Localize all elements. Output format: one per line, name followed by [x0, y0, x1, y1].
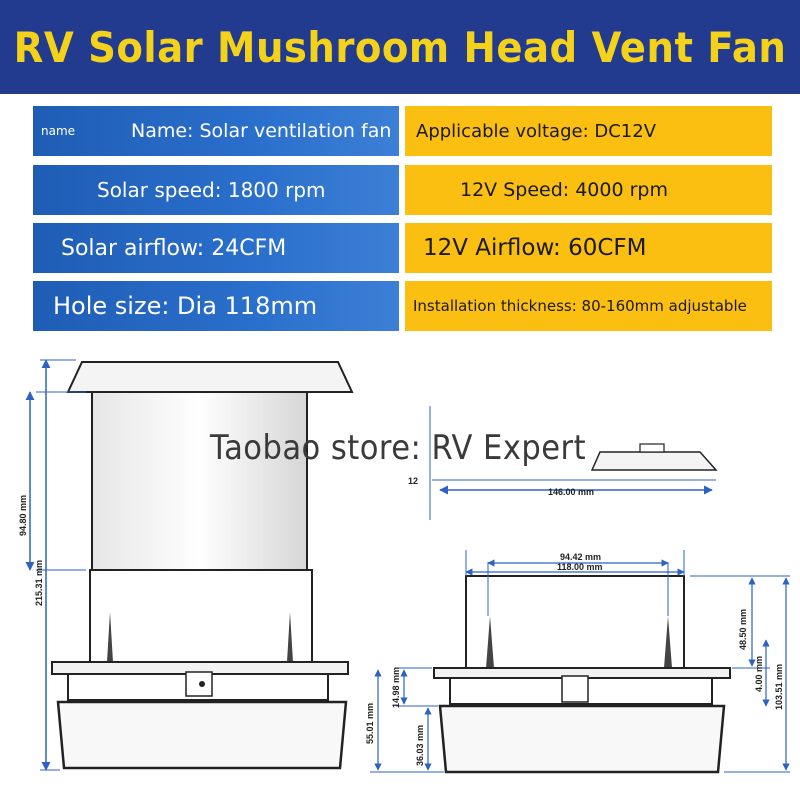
spec-12v-speed-cell: 12V Speed: 4000 rpm	[405, 165, 772, 215]
spec-thickness: Installation thickness: 80-160mm adjusta…	[413, 297, 747, 315]
spec-voltage: Applicable voltage: DC12V	[416, 120, 657, 142]
spec-tag: name	[41, 124, 76, 138]
dim-118-00: 118.00 mm	[557, 562, 603, 572]
title-banner: RV Solar Mushroom Head Vent Fan	[0, 0, 800, 94]
dim-12: 12	[408, 476, 418, 486]
spec-name-cell: name Name: Solar ventilation fan	[33, 106, 399, 156]
spec-12v-airflow: 12V Airflow: 60CFM	[423, 235, 647, 261]
spec-hole-size: Hole size: Dia 118mm	[53, 292, 318, 320]
spec-name: Name: Solar ventilation fan	[131, 120, 392, 142]
spec-voltage-cell: Applicable voltage: DC12V	[405, 106, 772, 156]
front-view-drawing: 94.42 mm 118.00 mm 48.50 mm 4.00 mm 103.…	[365, 550, 790, 774]
spec-12v-speed: 12V Speed: 4000 rpm	[460, 179, 668, 201]
spec-solar-speed: Solar speed: 1800 rpm	[97, 178, 326, 202]
dim-94-42: 94.42 mm	[560, 552, 601, 562]
dim-4-00: 4.00 mm	[754, 656, 764, 692]
top-view-drawing: 146.00 mm 12	[408, 406, 718, 520]
spec-12v-airflow-cell: 12V Airflow: 60CFM	[405, 223, 772, 273]
dim-146-00: 146.00 mm	[548, 487, 594, 497]
dim-36-03: 36.03 mm	[415, 725, 425, 766]
spec-solar-speed-cell: Solar speed: 1800 rpm	[33, 165, 399, 215]
side-view-drawing: 94.80 mm 215.31 mm	[18, 359, 354, 771]
spec-hole-size-cell: Hole size: Dia 118mm	[33, 281, 399, 331]
dim-103-51: 103.51 mm	[774, 664, 784, 710]
spec-solar-airflow: Solar airflow: 24CFM	[61, 235, 287, 261]
dim-55-01: 55.01 mm	[365, 703, 375, 744]
dim-14-98: 14.98 mm	[391, 667, 401, 708]
spec-thickness-cell: Installation thickness: 80-160mm adjusta…	[405, 281, 772, 331]
dim-48-50: 48.50 mm	[738, 609, 748, 650]
store-watermark: Taobao store: RV Expert	[210, 428, 587, 468]
spec-solar-airflow-cell: Solar airflow: 24CFM	[33, 223, 399, 273]
technical-drawing: 94.80 mm 215.31 mm 146.00 mm 12 94.42 mm…	[18, 359, 790, 774]
page-title: RV Solar Mushroom Head Vent Fan	[13, 22, 787, 72]
dim-215-31: 215.31 mm	[34, 560, 44, 606]
dim-94-80: 94.80 mm	[18, 495, 28, 536]
